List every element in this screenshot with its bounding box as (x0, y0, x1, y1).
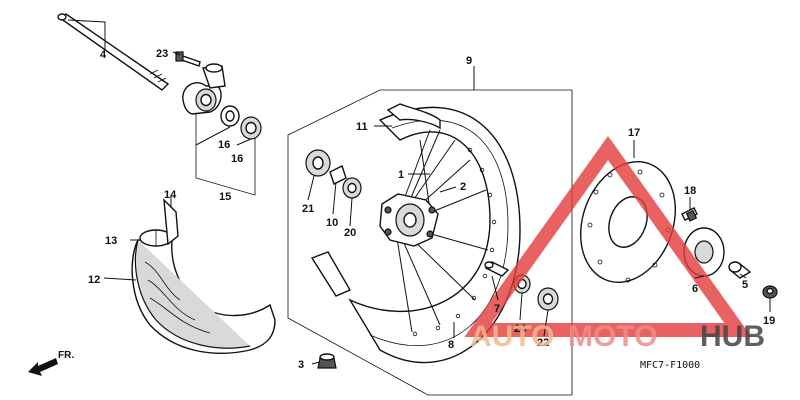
callout-13: 13 (105, 235, 117, 247)
bearing-part-22 (537, 287, 559, 311)
callout-18: 18 (684, 185, 696, 197)
nut-part-19 (762, 285, 778, 299)
brake-disc-part-17 (579, 161, 677, 283)
callout-14: 14 (164, 189, 177, 201)
bearing-part-20 (342, 177, 362, 199)
svg-text:FR.: FR. (58, 350, 74, 361)
callout-7: 7 (494, 303, 500, 315)
callout-15: 15 (219, 191, 231, 203)
bearing-part-21 (305, 149, 331, 177)
collar-part-5 (728, 261, 752, 279)
seal-part-16a (220, 105, 240, 127)
callout-21: 21 (302, 203, 314, 215)
callout-16a: 16 (218, 139, 230, 151)
callout-1: 1 (398, 169, 404, 181)
watermark-triangle-logo (464, 135, 752, 337)
callout-12: 12 (88, 274, 100, 286)
bolt-part-23 (175, 51, 201, 67)
wheel-rim (310, 103, 521, 364)
callout-3: 3 (298, 359, 304, 371)
diagram-code: MFC7-F1000 (640, 360, 700, 371)
callout-10: 10 (326, 217, 338, 229)
callout-24: 24 (514, 323, 527, 335)
axle-part (57, 13, 170, 91)
callout-8: 8 (448, 339, 454, 351)
svg-text:HUB: HUB (700, 320, 765, 353)
wheel-group-frame (287, 89, 573, 396)
callout-2: 2 (460, 181, 466, 193)
callout-20: 20 (344, 227, 356, 239)
callout-4: 4 (100, 49, 107, 61)
callout-16b: 16 (231, 153, 243, 165)
callout-23: 23 (156, 48, 168, 60)
callout-17: 17 (628, 127, 640, 139)
collar-part-10 (329, 165, 347, 185)
svg-text:AUTO: AUTO (470, 320, 554, 353)
valve-cap-part-3 (317, 353, 337, 369)
callout-19: 19 (763, 315, 775, 327)
bearing-group-frame (195, 110, 256, 196)
callout-5: 5 (742, 279, 748, 291)
watermark-text: AUTO MOTO HUB (470, 320, 765, 353)
spacer-part-7 (484, 261, 510, 277)
callout-11: 11 (356, 121, 368, 133)
front-fender (131, 198, 276, 354)
callout-22: 22 (537, 337, 549, 349)
seal-part-16b (240, 116, 262, 140)
wheel-hub (379, 193, 439, 247)
callout-9: 9 (466, 55, 472, 67)
callout-6: 6 (692, 283, 698, 295)
svg-text:MOTO: MOTO (568, 320, 657, 353)
front-direction-arrow: FR. (28, 350, 74, 376)
speedometer-gearbox (182, 63, 226, 115)
leader-lines (67, 19, 771, 365)
bolt-part-18 (681, 207, 698, 222)
